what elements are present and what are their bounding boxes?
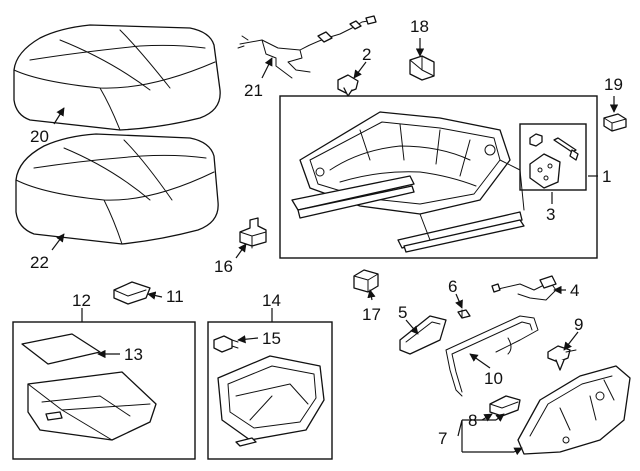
part-10-wire-loop[interactable] bbox=[445, 315, 539, 397]
part-13-mat[interactable] bbox=[21, 333, 101, 365]
callout-2: 2 bbox=[362, 45, 371, 64]
callout-7: 7 bbox=[438, 429, 447, 448]
callout-5: 5 bbox=[398, 303, 407, 322]
callout-22: 22 bbox=[30, 253, 49, 272]
part-3-hardware-kit[interactable] bbox=[529, 133, 579, 189]
leader-lines bbox=[51, 38, 619, 456]
callout-3: 3 bbox=[546, 205, 555, 224]
part-15-bulb[interactable] bbox=[213, 335, 239, 353]
callout-12: 12 bbox=[72, 291, 91, 310]
part-22-cushion-cover[interactable] bbox=[15, 133, 219, 245]
part-19-clip[interactable] bbox=[603, 113, 627, 132]
part-4-cable[interactable] bbox=[491, 275, 557, 301]
callout-15: 15 bbox=[262, 329, 281, 348]
callout-10: 10 bbox=[484, 369, 503, 388]
part-18-bracket[interactable] bbox=[409, 55, 435, 81]
callout-8: 8 bbox=[468, 411, 477, 430]
part-14-bracket-box bbox=[207, 321, 333, 460]
part-7-side-shield[interactable] bbox=[517, 365, 631, 455]
part-17-bracket[interactable] bbox=[353, 269, 379, 293]
callout-1: 1 bbox=[602, 167, 611, 186]
part-9-push-pin[interactable] bbox=[547, 345, 577, 371]
callout-21: 21 bbox=[244, 81, 263, 100]
callout-18: 18 bbox=[410, 17, 429, 36]
part-16-bracket[interactable] bbox=[239, 217, 267, 249]
part-21-wiring-harness[interactable] bbox=[237, 15, 377, 79]
part-11-trim-piece[interactable] bbox=[113, 281, 151, 305]
part-6-clip[interactable] bbox=[457, 309, 471, 319]
callout-19: 19 bbox=[604, 75, 623, 94]
part-14-under-bracket[interactable] bbox=[217, 355, 325, 447]
part-20-cushion-pad[interactable] bbox=[13, 24, 221, 131]
part-12-storage-tray[interactable] bbox=[27, 371, 157, 441]
part-1-frame-box bbox=[279, 95, 598, 259]
callout-13: 13 bbox=[124, 345, 143, 364]
callout-labels: 1 2 3 4 5 6 7 8 9 10 11 12 13 14 15 16 1… bbox=[30, 17, 623, 448]
part-12-tray-box bbox=[12, 321, 196, 460]
callout-14: 14 bbox=[262, 291, 281, 310]
callout-11: 11 bbox=[166, 287, 184, 306]
part-2-push-clip[interactable] bbox=[337, 74, 359, 97]
callout-17: 17 bbox=[362, 305, 381, 324]
part-5-side-trim[interactable] bbox=[399, 315, 447, 355]
callout-16: 16 bbox=[214, 257, 233, 276]
part-8-bracket[interactable] bbox=[489, 395, 521, 417]
part-3-hardware-box bbox=[519, 123, 587, 191]
callout-4: 4 bbox=[570, 281, 579, 300]
callout-6: 6 bbox=[448, 277, 457, 296]
callout-9: 9 bbox=[574, 315, 583, 334]
part-1-seat-frame[interactable] bbox=[291, 111, 525, 253]
callout-20: 20 bbox=[30, 127, 49, 146]
